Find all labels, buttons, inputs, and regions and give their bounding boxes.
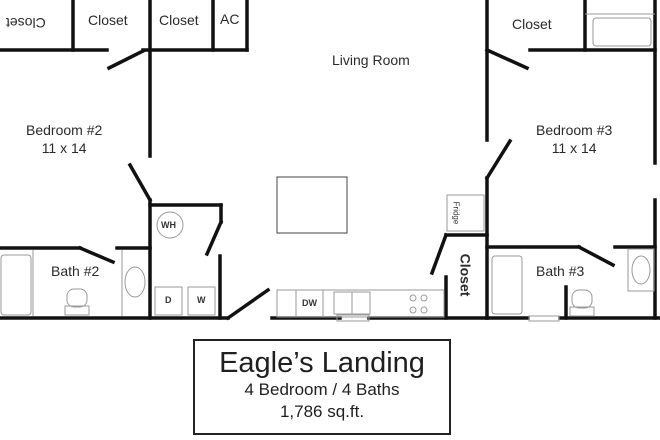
bedroom-3-size: 11 x 14 xyxy=(551,140,597,156)
unit-layout: 4 Bedroom / 4 Baths xyxy=(244,380,400,399)
bedroom-3-label: Bedroom #3 11 x 14 xyxy=(536,121,612,157)
bedroom-2-label: Bedroom #2 11 x 14 xyxy=(26,121,102,157)
water-heater-label: WH xyxy=(161,220,176,230)
washer-label: W xyxy=(197,295,206,305)
living-room-label: Living Room xyxy=(332,52,410,68)
closet-label: Closet xyxy=(159,12,199,28)
dishwasher-label: DW xyxy=(302,298,317,308)
property-info-box: Eagle’s Landing 4 Bedroom / 4 Baths 1,78… xyxy=(193,339,451,435)
property-name: Eagle’s Landing xyxy=(219,347,425,379)
bath-3-label: Bath #3 xyxy=(536,263,585,279)
unit-area: 1,786 sq.ft. xyxy=(279,402,365,421)
ac-label: AC xyxy=(220,11,240,27)
closet-label: Closet xyxy=(512,16,552,32)
dryer-label: D xyxy=(165,295,172,305)
fridge-label: Fridge xyxy=(451,201,461,225)
bedroom-3-name: Bedroom #3 xyxy=(536,122,613,138)
kitchen-closet-label: Closet xyxy=(457,253,474,297)
bath-2-label: Bath #2 xyxy=(51,263,100,279)
bedroom-2-name: Bedroom #2 xyxy=(26,122,103,138)
closet-label-mirrored: Closet xyxy=(6,15,46,31)
closet-label: Closet xyxy=(88,12,128,28)
bedroom-2-size: 11 x 14 xyxy=(41,140,87,156)
